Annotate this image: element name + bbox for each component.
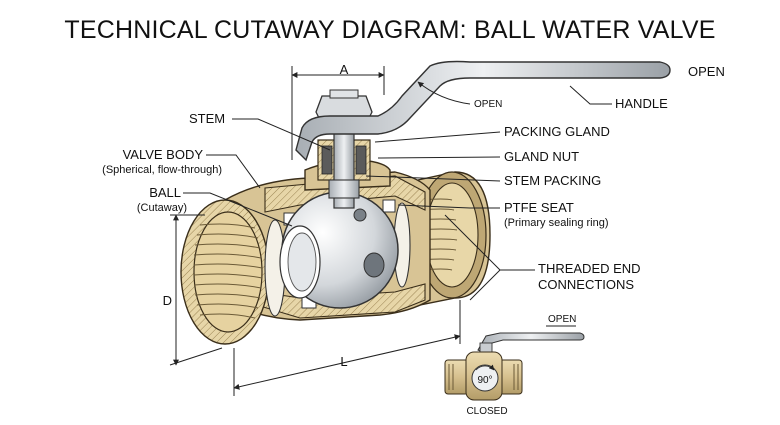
label-threaded-end-2: CONNECTIONS [538,277,634,292]
dimension-l: L [340,354,347,369]
left-end-connection [180,199,270,345]
label-valve-body-sub: (Spherical, flow-through) [102,164,222,176]
dimension-a: A [340,62,349,77]
label-packing-gland: PACKING GLAND [504,124,610,139]
label-threaded-end-1: THREADED END [538,261,641,276]
diagram-title: TECHNICAL CUTAWAY DIAGRAM: BALL WATER VA… [64,16,715,44]
label-ball: BALL [149,185,181,200]
stem-assembly [317,117,371,209]
label-valve-body: VALVE BODY [123,147,204,162]
ptfe-seat [264,199,411,317]
inset-label-open: OPEN [548,314,576,325]
dimension-d: D [163,293,172,308]
label-stem: STEM [189,111,225,126]
ball [279,191,399,309]
callouts: OPEN OPEN HANDLE STEM PACKING GLAND GLAN… [102,64,725,301]
label-open-handle: OPEN [688,64,725,79]
label-ptfe-seat: PTFE SEAT [504,200,574,215]
label-ptfe-seat-sub: (Primary sealing ring) [504,217,609,229]
handle [295,60,671,162]
label-ball-sub: (Cutaway) [137,202,187,214]
dimensions: A D L [163,62,461,396]
label-gland-nut: GLAND NUT [504,149,579,164]
label-handle: HANDLE [615,96,668,111]
inset-angle: 90° [477,375,492,386]
inset-closed-position: OPEN 90° CLOSED [444,314,585,417]
valve-assembly [180,60,671,345]
label-open-arrow: OPEN [474,99,502,110]
label-stem-packing: STEM PACKING [504,173,601,188]
inset-label-closed: CLOSED [466,406,507,417]
